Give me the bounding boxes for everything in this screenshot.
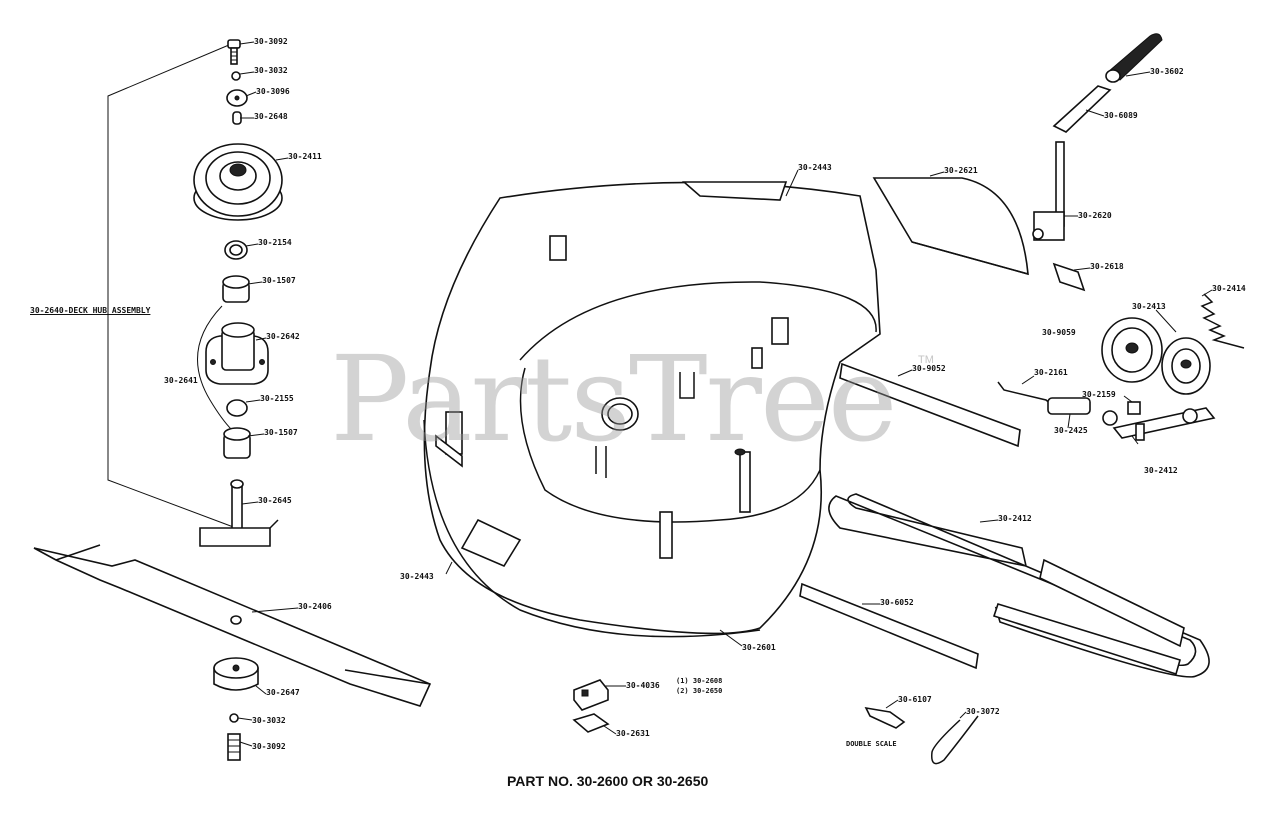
label-30-2621: 30-2621 [944, 166, 978, 175]
label-30-2642: 30-2642 [266, 332, 300, 341]
label-30-2645: 30-2645 [258, 496, 292, 505]
label-double-scale: DOUBLE SCALE [846, 740, 897, 748]
label-30-2443-bottom: 30-2443 [400, 572, 434, 581]
label-30-1507-upper: 30-1507 [262, 276, 296, 285]
label-30-2647: 30-2647 [266, 688, 300, 697]
lever-6089 [1052, 85, 1112, 227]
bracket-2620 [1032, 211, 1065, 241]
label-30-2650: (2) 30-2650 [676, 687, 723, 695]
hairpin-3072 [931, 715, 979, 765]
pulley-2411 [193, 143, 283, 221]
hub-housing-2642 [205, 322, 269, 385]
label-30-3032-top: 30-3032 [254, 66, 288, 75]
lockwasher-bottom [229, 713, 239, 723]
label-deck-hub-assembly: 30-2640-DECK HUB ASSEMBLY [30, 306, 151, 315]
label-30-6052: 30-6052 [880, 598, 914, 607]
nut-2159 [1127, 401, 1141, 415]
baffle-2621 [872, 177, 1029, 276]
label-30-6107: 30-6107 [898, 695, 932, 704]
label-30-2443-top: 30-2443 [798, 163, 832, 172]
snap-ring-2155 [226, 399, 248, 417]
idler-pulley-2413 [1101, 317, 1211, 395]
spring-2425 [1047, 397, 1118, 426]
label-30-3602: 30-3602 [1150, 67, 1184, 76]
link-2618 [1052, 262, 1086, 292]
watermark-trademark: TM [918, 354, 934, 366]
label-30-3092-top: 30-3092 [254, 37, 288, 46]
label-30-9059: 30-9059 [1042, 328, 1076, 337]
label-30-4036: 30-4036 [626, 681, 660, 690]
lockwasher-top [231, 71, 241, 81]
label-30-2161: 30-2161 [1034, 368, 1068, 377]
spindle-2645 [199, 479, 279, 547]
idler-arm-2412 [1112, 407, 1216, 441]
key-2648 [232, 111, 242, 125]
label-30-2425: 30-2425 [1054, 426, 1088, 435]
bolt-top [227, 39, 241, 65]
label-30-2412-arm: 30-2412 [1144, 466, 1178, 475]
deck-2601 [423, 181, 881, 638]
label-30-2155: 30-2155 [260, 394, 294, 403]
handle-3602 [1105, 33, 1163, 83]
bearing-1507-upper [222, 275, 250, 303]
bar-6052 [799, 582, 979, 670]
label-30-2620: 30-2620 [1078, 211, 1112, 220]
pin-6107 [864, 706, 906, 729]
adapter-2647 [213, 657, 259, 691]
label-30-2412-belt: 30-2412 [998, 514, 1032, 523]
blade-2406 [33, 544, 432, 707]
belt-2412 [828, 493, 1210, 678]
watermark: PartsTree [330, 330, 898, 468]
bearing-1507-lower [223, 427, 251, 459]
label-30-3096: 30-3096 [256, 87, 290, 96]
label-30-3092-bottom: 30-3092 [252, 742, 286, 751]
label-30-2414: 30-2414 [1212, 284, 1246, 293]
plate-2631 [572, 713, 610, 733]
leader-lines [237, 41, 1213, 747]
spring-link-2641 [197, 305, 233, 431]
assembly-bracket [107, 41, 237, 529]
label-30-2159: 30-2159 [1082, 390, 1116, 399]
washer-3096 [226, 89, 248, 107]
label-30-2631: 30-2631 [616, 729, 650, 738]
label-30-2154: 30-2154 [258, 238, 292, 247]
label-30-2601: 30-2601 [742, 643, 776, 652]
snap-ring-2154 [224, 240, 248, 260]
label-30-6089: 30-6089 [1104, 111, 1138, 120]
label-30-9052: 30-9052 [912, 364, 946, 373]
label-30-2406: 30-2406 [298, 602, 332, 611]
label-30-2413: 30-2413 [1132, 302, 1166, 311]
label-30-3032-bottom: 30-3032 [252, 716, 286, 725]
label-30-2641: 30-2641 [164, 376, 198, 385]
bar-9052 [839, 362, 1021, 448]
bolt-bottom [227, 733, 241, 761]
label-30-2618: 30-2618 [1090, 262, 1124, 271]
label-30-1507-lower: 30-1507 [264, 428, 298, 437]
spring-2414 [1200, 293, 1245, 349]
label-30-2411: 30-2411 [288, 152, 322, 161]
label-30-2648: 30-2648 [254, 112, 288, 121]
part-number-title: PART NO. 30-2600 OR 30-2650 [507, 773, 709, 789]
label-30-3072: 30-3072 [966, 707, 1000, 716]
clip-4036 [573, 679, 609, 711]
label-30-2608: (1) 30-2608 [676, 677, 723, 685]
